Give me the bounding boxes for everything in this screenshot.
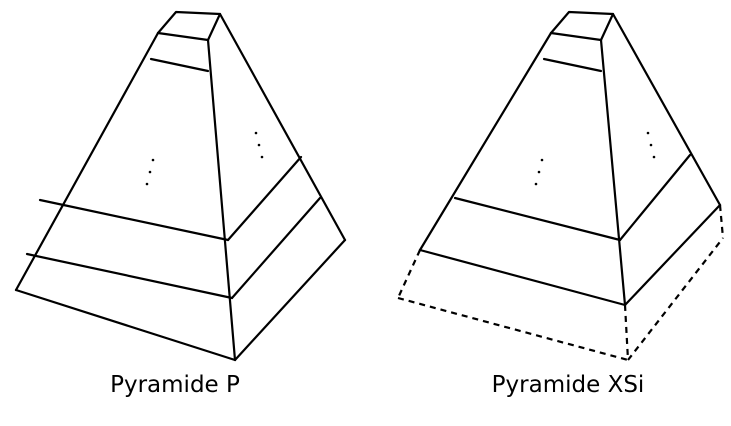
- pyramid-p-right-edge: [218, 12, 347, 242]
- pyramid-xsi-label: Pyramide XSi: [491, 372, 645, 398]
- pyramid-xsi-band-lower-left: [418, 248, 627, 307]
- pyramid-xsi-right-edge: [611, 12, 722, 207]
- pyramid-p-base: [14, 238, 347, 362]
- pyramid-p-band-upper-right: [226, 155, 303, 242]
- pyramid-p-label: Pyramide P: [110, 372, 240, 398]
- pyramid-xsi-dashed-base: [397, 204, 725, 362]
- pyramid-xsi-left-edge: [418, 31, 553, 252]
- pyramid-p-band-upper-left: [38, 198, 230, 242]
- pyramid-xsi-dots: [534, 131, 656, 186]
- pyramid-xsi-band-upper-right: [618, 153, 692, 242]
- pyramid-p-band-lower-right: [230, 196, 322, 300]
- pyramid-xsi-band-upper-left: [453, 196, 622, 242]
- pyramid-p: [14, 10, 347, 362]
- pyramid-p-band-lower-left: [25, 252, 234, 300]
- pyramid-xsi-band-lower-right: [623, 203, 722, 307]
- pyramid-p-dots: [145, 131, 264, 186]
- pyramid-p-cap: [149, 10, 222, 73]
- pyramid-xsi-cap: [542, 10, 615, 73]
- pyramid-xsi: [397, 10, 725, 362]
- pyramid-p-left-edge: [14, 31, 160, 292]
- pyramid-p-front-edge: [206, 38, 237, 362]
- pyramid-xsi-front-edge: [599, 38, 627, 307]
